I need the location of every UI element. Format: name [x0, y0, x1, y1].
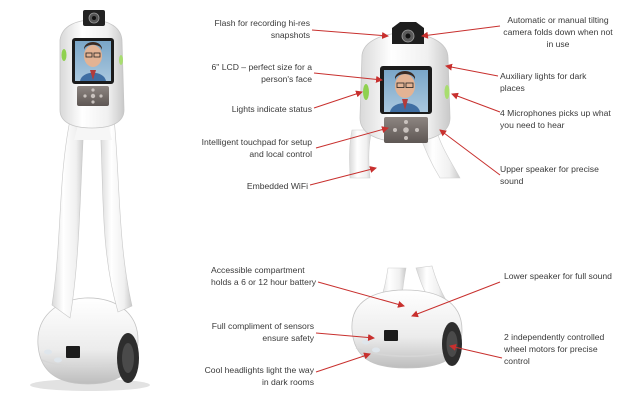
label-microphones: 4 Microphones picks up what you need to … [500, 108, 611, 130]
label-camera: Automatic or manual tilting camera folds… [503, 15, 613, 49]
touchpad-icon [77, 86, 109, 106]
head-closeup [349, 22, 461, 179]
label-touchpad: Intelligent touchpad for setup and local… [201, 137, 312, 159]
base-closeup [351, 265, 463, 369]
label-wheel-motors: 2 independently controlled wheel motors … [504, 332, 605, 366]
face-on-screen [390, 71, 420, 112]
annotation-arrows [309, 25, 503, 373]
status-light-icon [363, 84, 450, 100]
status-light-icon [61, 49, 123, 65]
wheel-icon [117, 333, 139, 383]
label-lights-status: Lights indicate status [231, 104, 312, 114]
touchpad-icon [384, 117, 428, 143]
label-lower-speaker: Lower speaker for full sound [504, 271, 612, 281]
full-robot [30, 10, 150, 391]
label-compartment: Accessible compartment holds a 6 or 12 h… [211, 265, 317, 287]
label-lcd: 6" LCD – perfect size for a person's fac… [211, 62, 313, 84]
label-headlights: Cool headlights light the way in dark ro… [204, 365, 314, 387]
label-sensors: Full compliment of sensors ensure safety [211, 321, 314, 343]
label-aux-lights: Auxiliary lights for dark places [500, 71, 587, 93]
camera-icon [392, 22, 424, 44]
label-flash: Flash for recording hi-res snapshots [214, 18, 310, 40]
camera-icon [83, 10, 105, 26]
label-upper-speaker: Upper speaker for precise sound [500, 164, 599, 186]
label-wifi: Embedded WiFi [246, 181, 308, 191]
face-on-screen [80, 42, 106, 81]
wheel-icon [442, 322, 462, 366]
